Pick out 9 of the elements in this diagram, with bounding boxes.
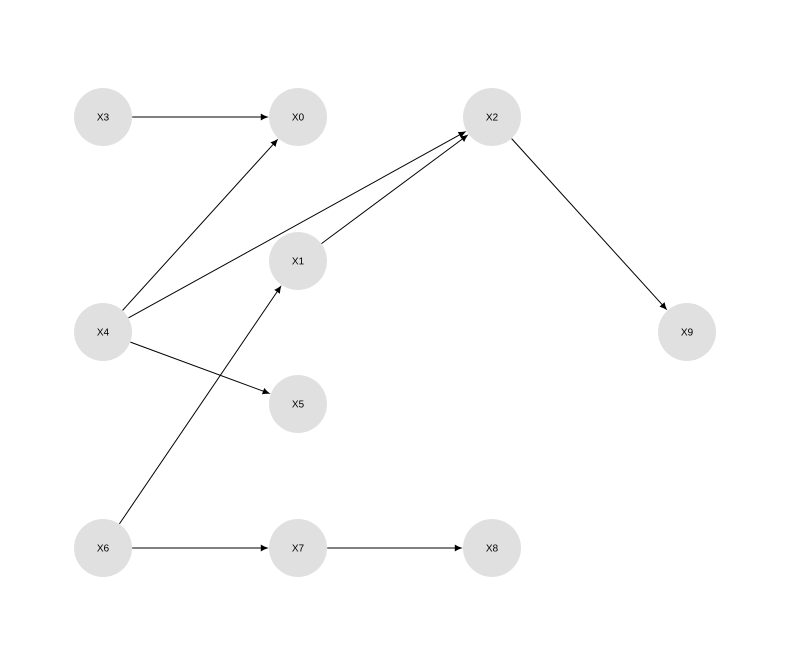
arrow xyxy=(132,544,268,552)
arrow xyxy=(320,134,468,244)
arrow xyxy=(130,342,270,394)
arrow xyxy=(511,138,667,310)
arrow xyxy=(122,139,278,311)
arrow xyxy=(128,131,466,318)
arrow xyxy=(326,544,462,552)
arrow xyxy=(118,286,282,524)
arrow xyxy=(132,114,268,120)
